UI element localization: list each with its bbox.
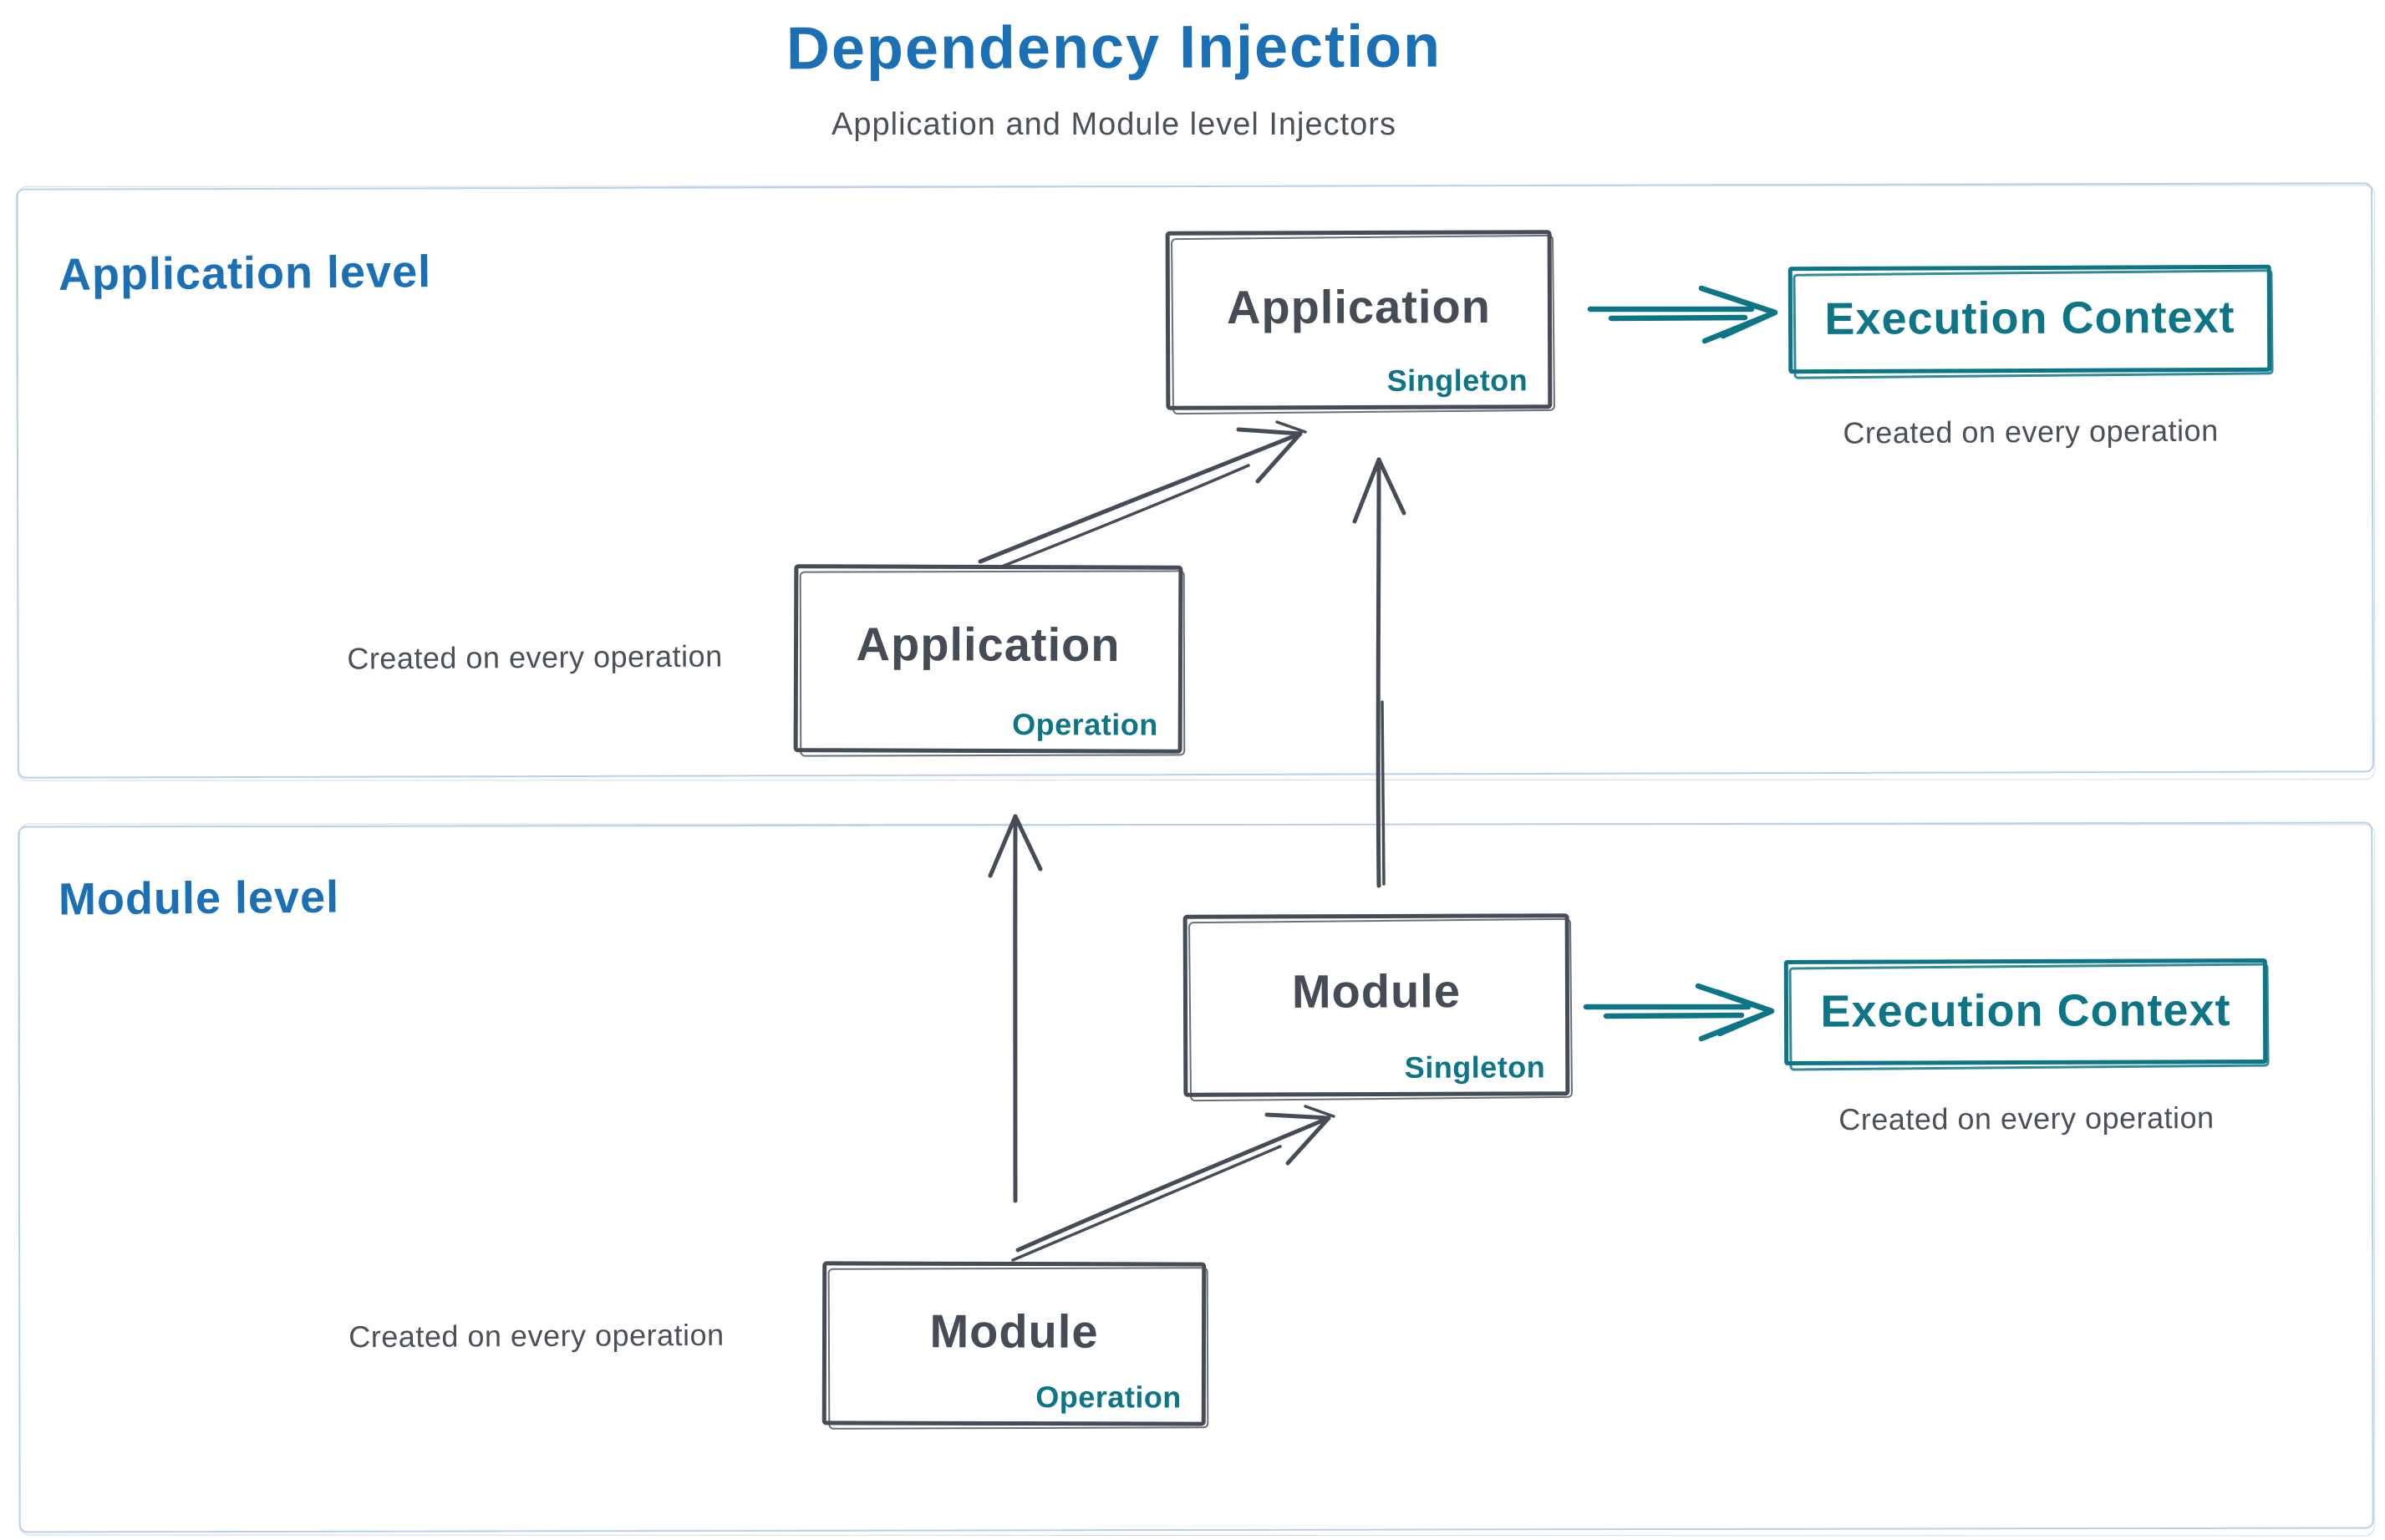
node-execution-context-application: Execution Context: [1787, 264, 2272, 374]
node-title: Module: [1291, 964, 1462, 1019]
node-title: Application: [856, 618, 1121, 672]
caption-exec-context-module: Created on every operation: [1838, 1100, 2215, 1137]
node-title: Application: [1226, 279, 1491, 333]
execution-context-label: Execution Context: [1824, 292, 2235, 344]
node-module-operation: Module Operation: [821, 1261, 1207, 1426]
node-application-operation: Application Operation: [793, 564, 1183, 754]
application-level-label: Application level: [58, 247, 432, 300]
caption-module-operation: Created on every operation: [348, 1317, 725, 1354]
node-scope-badge: Operation: [1035, 1380, 1182, 1415]
node-title: Module: [929, 1304, 1099, 1358]
node-execution-context-module: Execution Context: [1783, 958, 2268, 1066]
node-scope-badge: Singleton: [1404, 1050, 1546, 1085]
node-scope-badge: Operation: [1012, 707, 1158, 742]
diagram-title: Dependency Injection: [786, 13, 1442, 83]
caption-application-operation: Created on every operation: [347, 638, 723, 676]
diagram-subtitle: Application and Module level Injectors: [831, 107, 1396, 142]
node-module-singleton: Module Singleton: [1182, 913, 1570, 1097]
module-level-label: Module level: [58, 872, 340, 925]
caption-exec-context-application: Created on every operation: [1843, 413, 2219, 450]
node-scope-badge: Singleton: [1386, 363, 1528, 398]
node-application-singleton: Application Singleton: [1165, 230, 1553, 410]
execution-context-label: Execution Context: [1820, 984, 2231, 1037]
